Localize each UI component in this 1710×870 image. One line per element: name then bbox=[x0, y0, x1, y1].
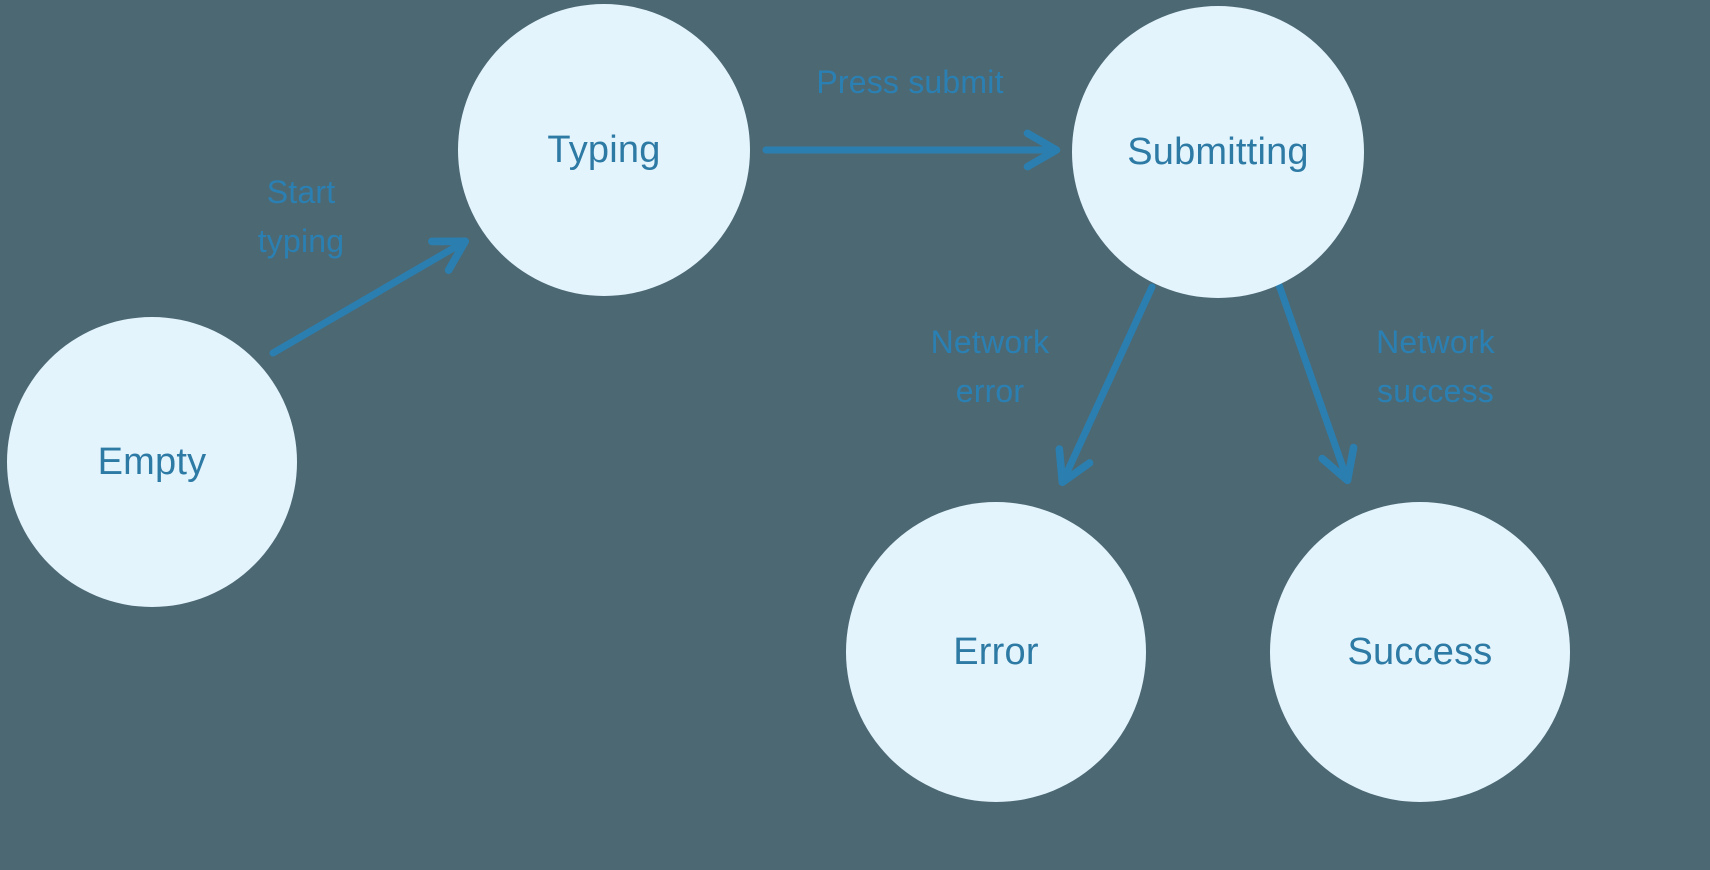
edge-line-empty-typing bbox=[269, 237, 470, 357]
state-node-error[interactable]: Error bbox=[846, 502, 1146, 802]
edge-label-network-success: Network success bbox=[1376, 324, 1495, 409]
state-node-typing[interactable]: Typing bbox=[458, 4, 750, 296]
edge-label-start-typing: Start typing bbox=[257, 174, 345, 259]
state-node-label-empty: Empty bbox=[97, 441, 207, 483]
state-node-success[interactable]: Success bbox=[1270, 502, 1570, 802]
edge-label-press-submit: Press submit bbox=[816, 64, 1004, 100]
edge-line-submitting-error bbox=[1055, 283, 1156, 487]
state-node-empty[interactable]: Empty bbox=[7, 317, 297, 607]
state-node-label-submitting: Submitting bbox=[1127, 131, 1309, 173]
edge-label-network-error: Network error bbox=[930, 324, 1050, 409]
state-node-submitting[interactable]: Submitting bbox=[1072, 6, 1364, 298]
state-node-label-typing: Typing bbox=[547, 129, 661, 171]
edge-line-submitting-success bbox=[1275, 281, 1358, 485]
state-node-label-success: Success bbox=[1347, 631, 1493, 673]
state-node-label-error: Error bbox=[953, 631, 1039, 673]
